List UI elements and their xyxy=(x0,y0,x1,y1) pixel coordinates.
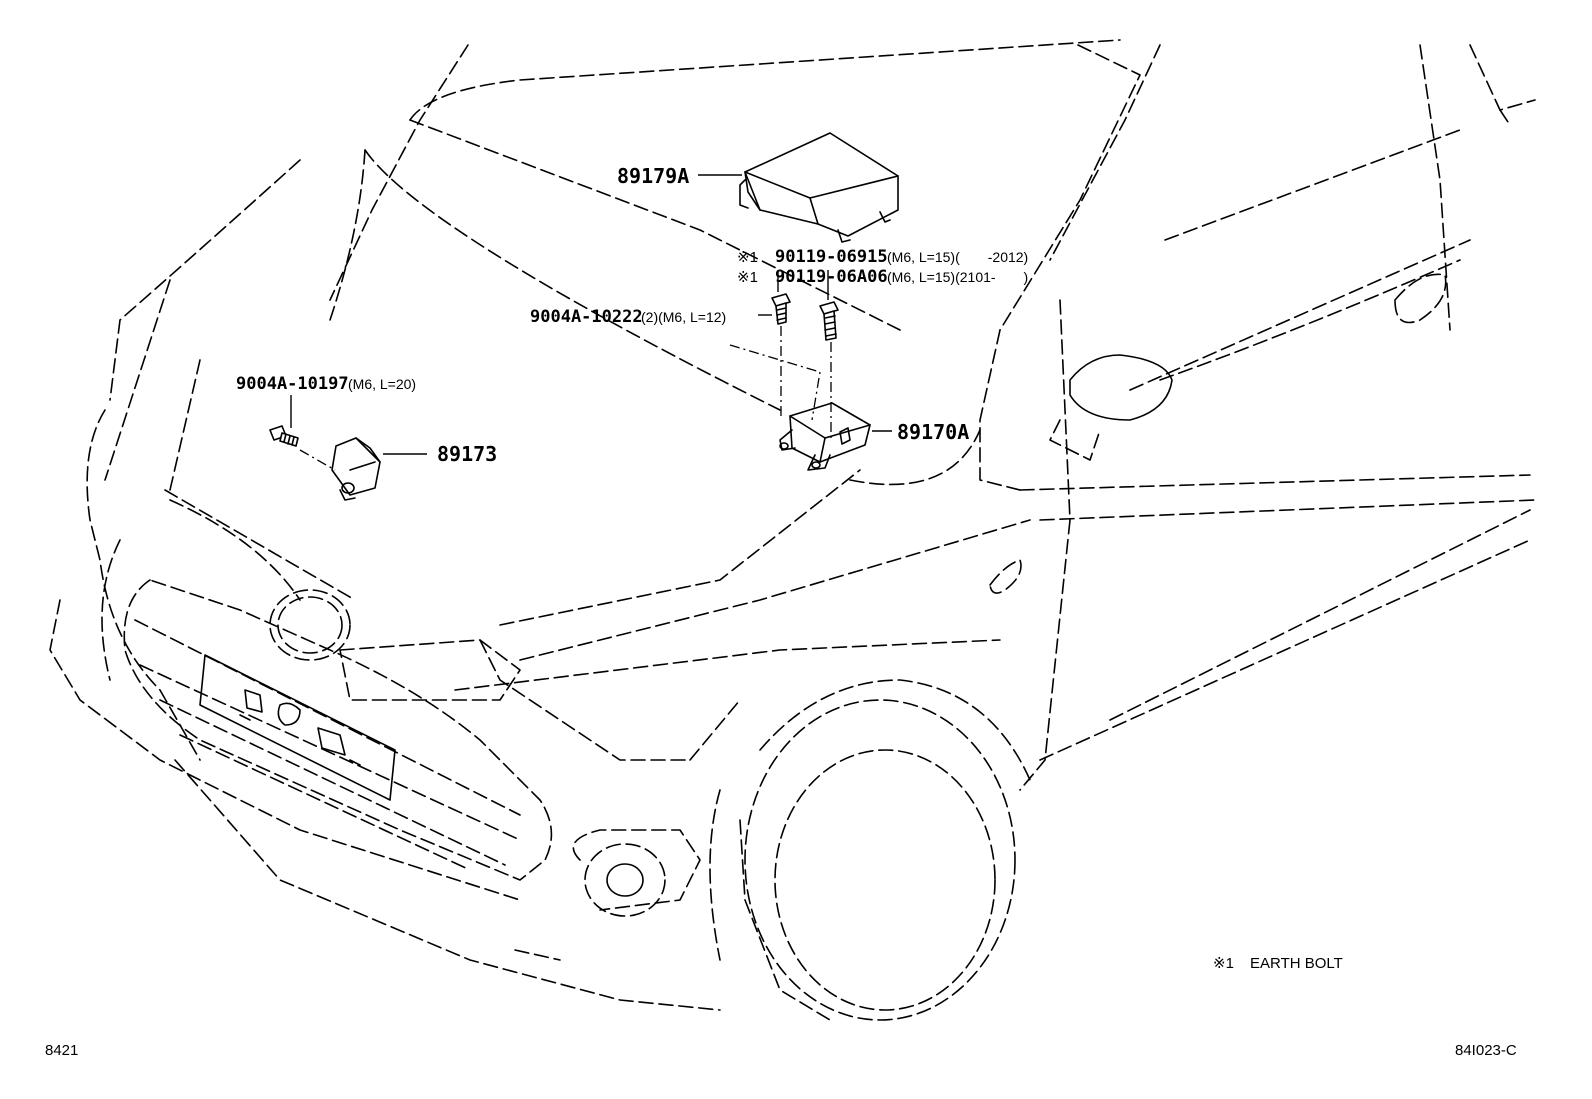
footer-right-code: 84I023-C xyxy=(1455,1042,1517,1059)
sensor-bolt-spec: (M6, L=20) xyxy=(348,376,416,392)
earth-bolt-part xyxy=(819,301,839,341)
footer-left-code: 8421 xyxy=(45,1042,78,1059)
sensor-bolt-part xyxy=(269,425,299,447)
bolt-alignment-line xyxy=(299,449,336,471)
mount-bolt-number: 9004A-10222 xyxy=(530,307,643,327)
bolt-alignment-line xyxy=(729,344,821,421)
mount-bolt-spec: (2)(M6, L=12) xyxy=(641,309,726,325)
vehicle-outline xyxy=(49,39,1536,1021)
ecu-cover-part xyxy=(739,132,899,243)
sensor-part-number: 89173 xyxy=(437,442,497,466)
earth-bolt-2-spec: (M6, L=15)(2101- ) xyxy=(887,269,1028,285)
cover-part-number: 89179A xyxy=(617,164,689,188)
earth-bolt-1-spec: (M6, L=15)( -2012) xyxy=(887,249,1028,265)
sensor-bolt-number: 9004A-10197 xyxy=(236,374,349,394)
earth-bolt-1-number: 90119-06915 xyxy=(775,247,888,267)
ecu-part-number: 89170A xyxy=(897,420,969,444)
leader-lines xyxy=(290,174,892,455)
ecu-bracket-part xyxy=(779,402,871,471)
earth-bolt-1-mark: ※1 xyxy=(737,249,758,266)
note-mark: ※1 xyxy=(1213,955,1234,972)
mount-bolt-part xyxy=(771,293,791,325)
note-text: EARTH BOLT xyxy=(1250,955,1343,972)
earth-bolt-2-number: 90119-06A06 xyxy=(775,267,888,287)
earth-bolt-2-mark: ※1 xyxy=(737,269,758,286)
sensor-part xyxy=(331,437,381,501)
